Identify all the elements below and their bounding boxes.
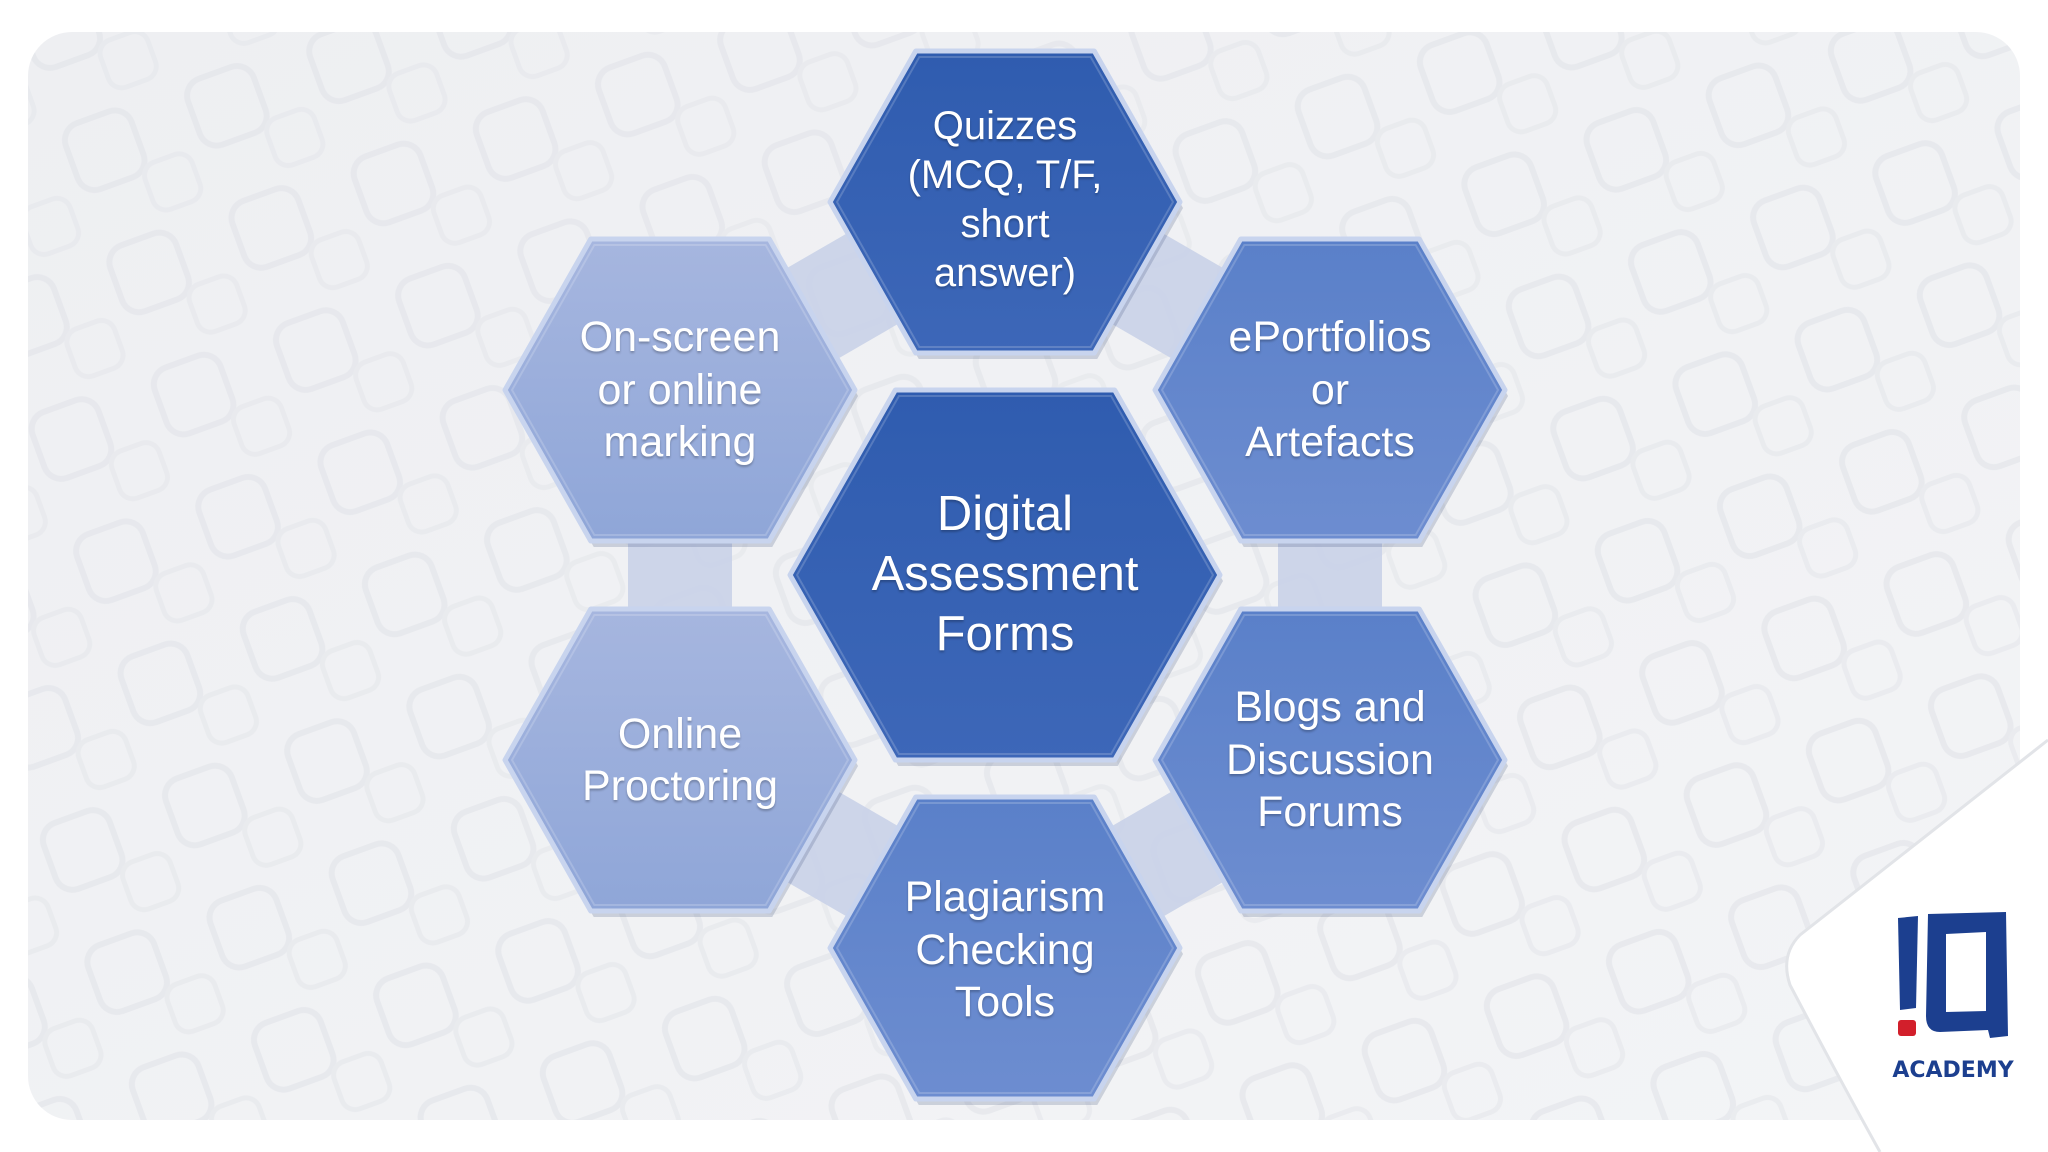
hexagon-blogs — [1152, 606, 1508, 917]
logo-dot — [1898, 1020, 1916, 1036]
hexagon-blogs-bevel — [1160, 614, 1500, 906]
hexagon-plagiarism — [827, 794, 1183, 1105]
hexagon-quizzes-body — [827, 48, 1183, 356]
hexagon-marking-body — [502, 236, 858, 544]
hexagon-plagiarism-bevel — [835, 802, 1175, 1094]
iq-academy-logo — [1898, 912, 2008, 1038]
hexagon-center-body — [787, 387, 1223, 763]
hexagon-eportfolios-bevel — [1160, 244, 1500, 536]
hexagon-group — [502, 48, 1508, 1105]
logo-wordmark: ACADEMY — [1892, 1058, 2014, 1083]
hexagon-center — [787, 387, 1223, 766]
hexagon-quizzes-bevel — [835, 56, 1175, 348]
hexagon-center-bevel — [795, 395, 1215, 755]
hexagon-blogs-body — [1152, 606, 1508, 914]
hexagon-quizzes — [827, 48, 1183, 359]
hexagon-eportfolios — [1152, 236, 1508, 547]
logo-i-mark — [1898, 916, 1918, 1010]
hexagon-plagiarism-body — [827, 794, 1183, 1102]
hexagon-eportfolios-body — [1152, 236, 1508, 544]
hexagon-marking-bevel — [510, 244, 850, 536]
logo-panel-edge — [1785, 738, 2048, 1152]
hexagon-proctoring-body — [502, 606, 858, 914]
hexagon-proctoring — [502, 606, 858, 917]
logo-q-mark — [1926, 912, 2008, 1038]
hexagon-marking — [502, 236, 858, 547]
hexagon-proctoring-bevel — [510, 614, 850, 906]
